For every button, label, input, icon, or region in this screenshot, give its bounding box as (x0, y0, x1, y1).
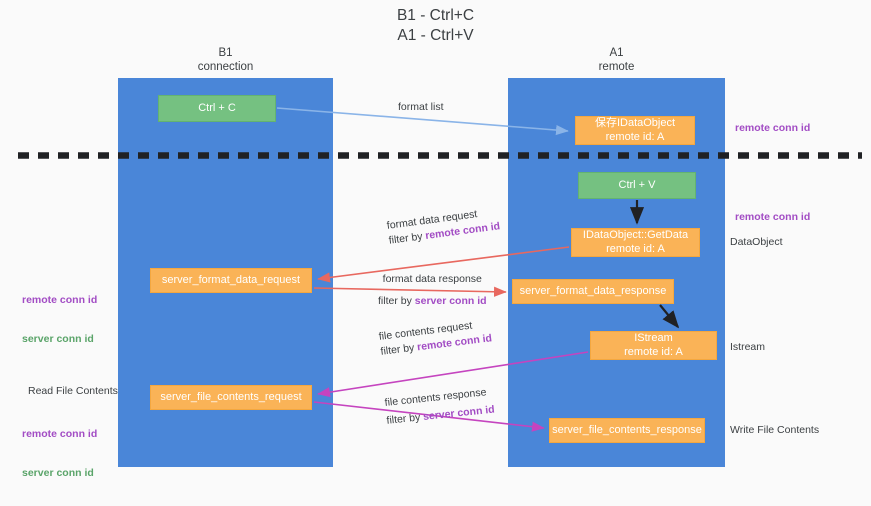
box-server-format-data-response[interactable]: server_format_data_response (512, 279, 674, 304)
box-idataobject-getdata[interactable]: IDataObject::GetData remote id: A (571, 228, 700, 257)
label-write-file-contents: Write File Contents (730, 424, 820, 436)
box-save-idataobject[interactable]: 保存IDataObject remote id: A (575, 116, 695, 145)
box-istream[interactable]: IStream remote id: A (590, 331, 717, 360)
label-conn-ids-file: remote conn id server conn id (22, 402, 97, 506)
arrow-label-format-list: format list (398, 101, 444, 113)
label-remote-conn-id-mid: remote conn id (735, 211, 811, 223)
label-remote-conn-id-left-1: remote conn id (22, 294, 98, 306)
arrow-label-file-contents-response: file contents response filter by server … (384, 385, 495, 429)
box-server-file-contents-response[interactable]: server_file_contents_response (549, 418, 705, 443)
label-remote-conn-id-top: remote conn id (735, 122, 811, 134)
label-read-file-contents: Read File Contents (28, 385, 118, 397)
filter-prefix: filter by (388, 230, 427, 247)
arrow-label-file-contents-request: file contents request filter by remote c… (378, 316, 493, 359)
filter-key-server-conn-id: server conn id (422, 403, 496, 423)
arrow-label-format-data-response-line2: filter by server conn id (378, 294, 487, 309)
filter-prefix: filter by (379, 341, 418, 358)
label-istream: Istream (730, 341, 766, 353)
swimlane-header-b1: B1 connection (197, 47, 254, 73)
phase-divider (18, 152, 862, 159)
diagram-canvas: B1 - Ctrl+C A1 - Ctrl+V B1 connection A1… (18, 7, 862, 479)
box-server-file-contents-request[interactable]: server_file_contents_request (150, 385, 312, 410)
label-server-conn-id-left-2: server conn id (22, 467, 94, 479)
label-conn-ids-format: remote conn id server conn id (22, 268, 97, 372)
diagram-title: B1 - Ctrl+C A1 - Ctrl+V (396, 7, 475, 44)
arrow-label-format-data-request: format data request filter by remote con… (386, 204, 501, 248)
filter-prefix: filter by (378, 295, 415, 307)
filter-prefix: filter by (385, 411, 424, 427)
box-ctrl-v[interactable]: Ctrl + V (578, 172, 696, 199)
filter-key-server-conn-id: server conn id (414, 295, 487, 307)
swimlane-header-a1: A1 remote (598, 47, 635, 73)
label-dataobject: DataObject (730, 236, 783, 248)
box-ctrl-c[interactable]: Ctrl + C (158, 95, 276, 122)
box-server-format-data-request[interactable]: server_format_data_request (150, 268, 312, 293)
label-server-conn-id-left-1: server conn id (22, 333, 94, 345)
arrow-label-format-data-response: format data response filter by server co… (378, 272, 487, 309)
arrow-label-format-data-response-line1: format data response (382, 273, 482, 285)
label-remote-conn-id-left-2: remote conn id (22, 428, 98, 440)
